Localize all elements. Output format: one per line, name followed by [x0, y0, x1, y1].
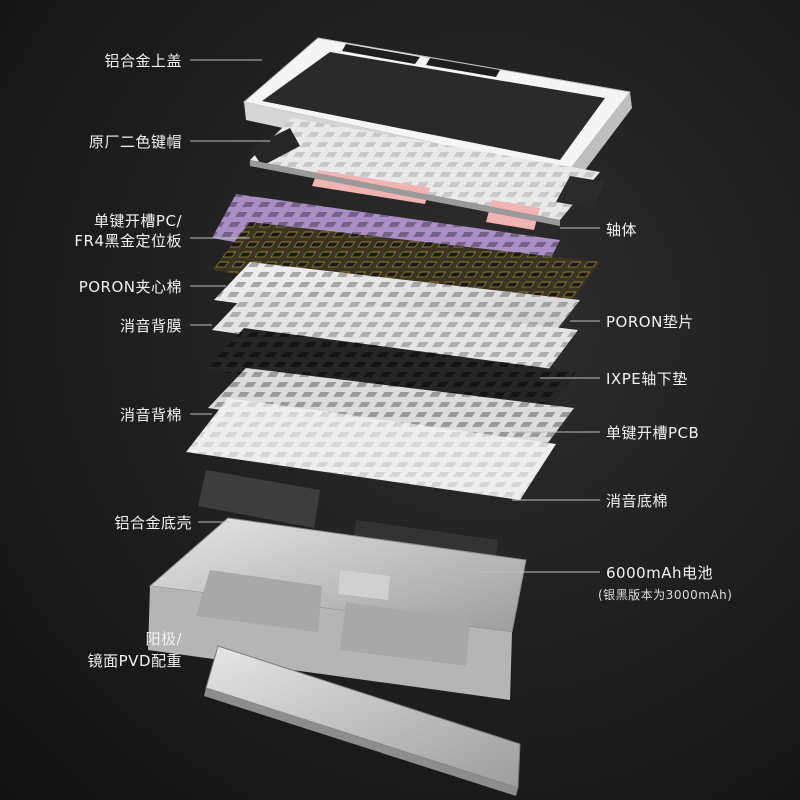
label-battery: 6000mAh电池: [606, 564, 714, 582]
label-sound-foam: 消音背棉: [119, 406, 182, 424]
label-pcb: 单键开槽PCB: [606, 424, 700, 442]
left-leader-lines: [190, 59, 270, 523]
label-bottom-case: 铝合金底壳: [114, 514, 192, 532]
sound-film-layer: [212, 290, 578, 378]
label-plate-line2: FR4黑金定位板: [74, 232, 182, 250]
label-ixpe: IXPE轴下垫: [606, 370, 688, 388]
label-bottom-foam: 消音底棉: [606, 492, 669, 510]
pcb-layer: [186, 398, 556, 500]
label-plate-line1: 单键开槽PC/: [93, 212, 182, 230]
label-top-case: 铝合金上盖: [104, 52, 182, 70]
right-leader-lines: [480, 227, 600, 573]
label-battery-note: (银黑版本为3000mAh): [598, 588, 733, 602]
label-switches: 轴体: [606, 221, 638, 239]
label-keycaps: 原厂二色键帽: [88, 133, 182, 151]
bottom-case-layer: [148, 517, 527, 700]
label-weight-line1: 阳极/: [145, 630, 182, 648]
label-sound-film: 消音背膜: [119, 317, 182, 335]
keycaps-layer: [250, 118, 606, 230]
label-poron-sandwich: PORON夹心棉: [78, 278, 182, 296]
label-weight-line2: 镜面PVD配重: [87, 652, 182, 670]
weight-layer: [204, 645, 521, 796]
label-poron-pad: PORON垫片: [606, 313, 694, 331]
